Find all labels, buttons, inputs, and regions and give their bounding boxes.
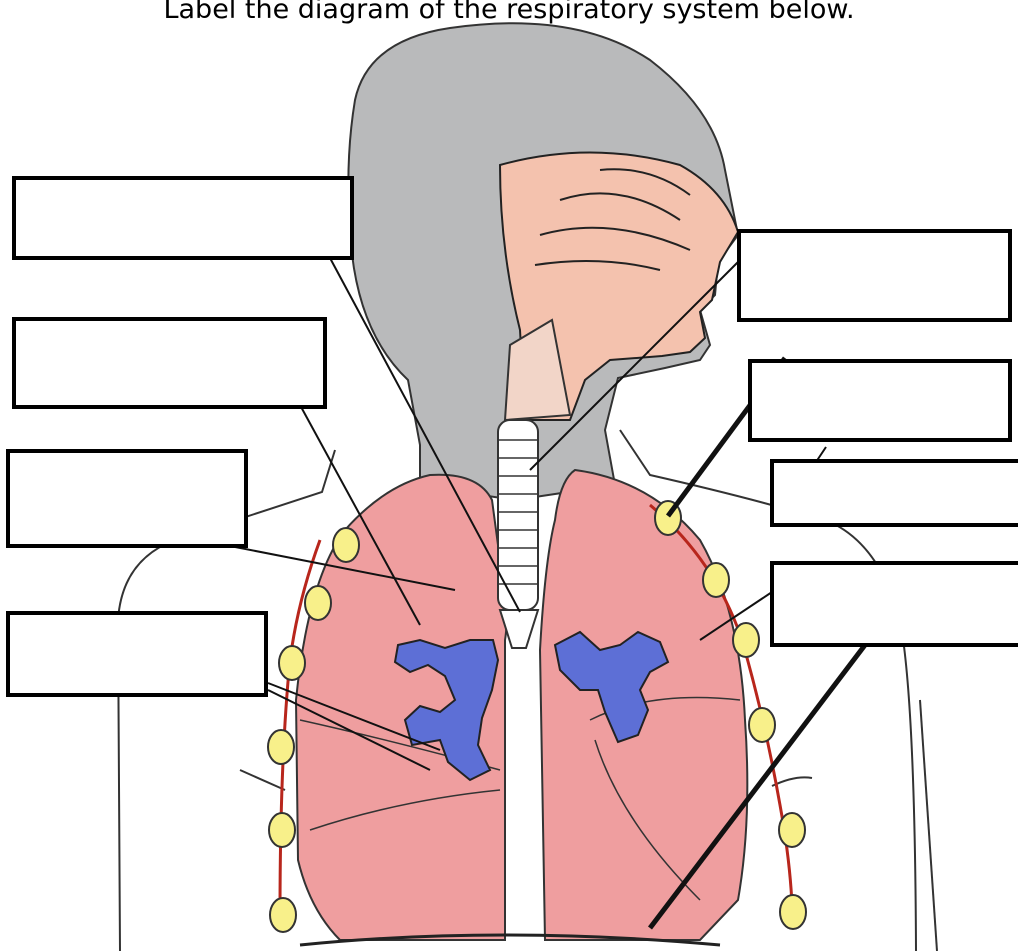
label-input-7[interactable] bbox=[774, 463, 1018, 523]
label-box-2[interactable] bbox=[12, 317, 327, 409]
label-input-3[interactable] bbox=[10, 453, 244, 544]
trachea bbox=[498, 420, 538, 648]
label-box-5[interactable] bbox=[737, 229, 1012, 322]
label-input-5[interactable] bbox=[741, 233, 1008, 318]
label-input-4[interactable] bbox=[10, 615, 264, 693]
label-box-4[interactable] bbox=[6, 611, 268, 697]
label-box-1[interactable] bbox=[12, 176, 354, 260]
label-input-6[interactable] bbox=[752, 363, 1008, 438]
page-title: Label the diagram of the respiratory sys… bbox=[0, 0, 1018, 25]
label-box-8[interactable] bbox=[770, 561, 1018, 647]
label-box-3[interactable] bbox=[6, 449, 248, 548]
label-box-6[interactable] bbox=[748, 359, 1012, 442]
label-input-1[interactable] bbox=[16, 180, 350, 256]
label-box-7[interactable] bbox=[770, 459, 1018, 527]
label-input-2[interactable] bbox=[16, 321, 323, 405]
label-input-8[interactable] bbox=[774, 565, 1018, 643]
